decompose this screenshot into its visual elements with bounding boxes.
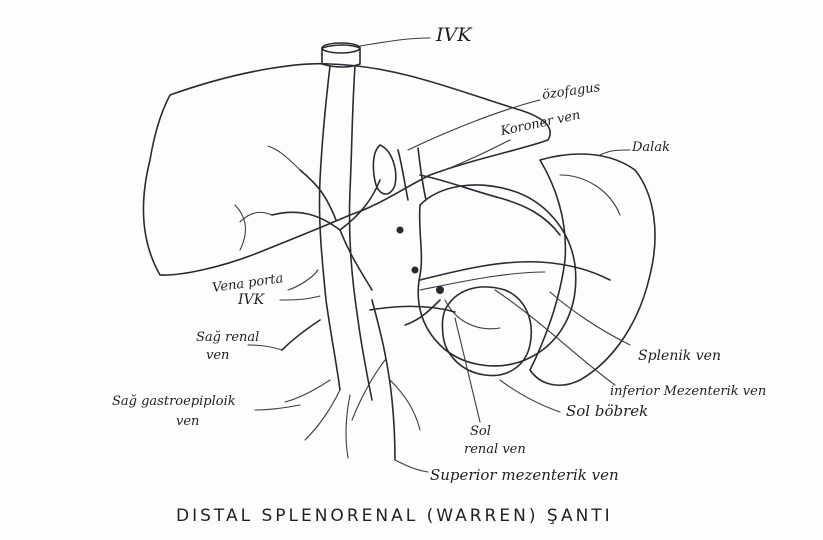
leader-sag-renal [248,345,282,350]
diagram-title: DISTAL SPLENORENAL (WARREN) ŞANTI [176,506,613,526]
label-ivk: IVK [238,292,264,308]
clip-2 [412,267,419,274]
label-sag-renal-1: Sağ renal [196,330,259,345]
label-sag-gastro-1: Sağ gastroepiploik [112,394,236,409]
leader-ivk [280,296,320,300]
portal-branch-1 [272,212,340,230]
label-sag-renal-2: ven [206,348,229,363]
shunt-clip [436,286,444,294]
stomach-inner [445,300,500,329]
left-renal-vein [370,306,455,312]
splenic-vein [420,262,610,280]
leader-vena-porta [288,270,318,290]
sma-branch-2 [352,360,385,420]
leader-sag-gastro [255,405,300,410]
label-ivk-top: IVK [436,24,471,46]
leader-dalak [600,150,630,155]
spleen-outline [530,154,655,385]
esophagus [398,148,426,200]
portal-branch-4 [268,146,300,170]
sma-vein [372,300,395,460]
label-sag-gastro-2: ven [176,414,199,429]
label-sol-renal-1: Sol [470,424,491,439]
leader-splenik [550,292,630,345]
portal-branch-2 [300,170,336,220]
label-inferior-mezenterik-ven: inferior Mezenterik ven [610,384,766,399]
shunt-segment [405,300,440,325]
leader-sol-renal [455,318,480,422]
ivk-vessel-2 [349,66,372,400]
gastroepiploic-branch-2 [346,395,350,458]
liver-lobe-fold [235,205,245,250]
gastroepiploic-branch-3 [285,380,330,402]
gastroepiploic-branch-1 [305,390,340,440]
clip-3 [397,227,404,234]
label-splenik-ven: Splenik ven [638,348,721,364]
label-sol-bobrek: Sol böbrek [566,402,648,420]
leader-ivk-top [360,38,430,46]
right-renal-vein [282,320,320,350]
liver-outline [143,64,550,275]
portal-trunk [340,230,372,290]
label-dalak: Dalak [632,140,670,155]
label-sol-renal-2: renal ven [464,442,526,457]
leader-sup-mez [395,460,428,472]
leader-koroner [440,140,510,172]
label-superior-mezenterik-ven: Superior mezenterik ven [430,466,619,484]
spleen-inner [560,175,620,215]
